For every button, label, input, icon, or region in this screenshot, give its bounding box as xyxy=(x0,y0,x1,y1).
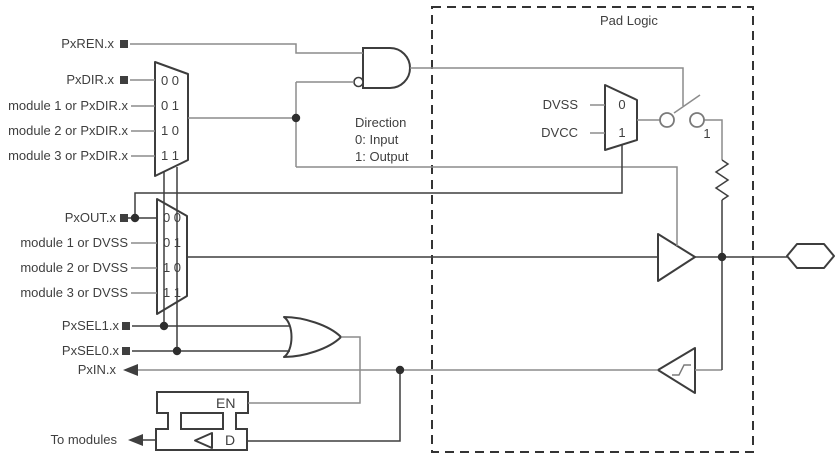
pull-mux-code-0: 0 xyxy=(618,97,626,112)
direction-mux-code-10: 1 0 xyxy=(160,123,180,138)
direction-note: Direction 0: Input 1: Output xyxy=(355,114,408,165)
label-module2-dvss: module 2 or DVSS xyxy=(20,260,128,275)
label-dvcc: DVCC xyxy=(541,125,578,140)
wires-dark xyxy=(128,145,787,442)
direction-mux-code-00: 0 0 xyxy=(160,73,180,88)
switch-contact-left xyxy=(659,112,675,128)
enable-latch-label: EN xyxy=(216,395,236,411)
or-gate xyxy=(283,316,342,358)
wire-pxren-to-and xyxy=(130,43,363,54)
pull-mux-shape xyxy=(604,84,638,151)
direction-note-input: 0: Input xyxy=(355,132,399,147)
pxdir-bit-marker xyxy=(120,76,128,84)
label-pxsel1: PxSEL1.x xyxy=(61,318,119,333)
schmitt-input-buffer xyxy=(657,347,696,394)
pxren-bit-marker xyxy=(120,40,128,48)
direction-note-title: Direction xyxy=(355,115,407,130)
output-mux-code-10: 1 0 xyxy=(162,260,182,275)
pxout-bit-marker xyxy=(120,214,128,222)
pad-logic-boundary xyxy=(431,6,754,453)
pxsel0-bit-marker xyxy=(122,347,130,355)
pad-terminal xyxy=(786,243,835,269)
wire-direction-to-output-buffer xyxy=(296,166,678,246)
direction-mux-code-11: 1 1 xyxy=(160,148,180,163)
label-module3-dvss: module 3 or DVSS xyxy=(20,285,128,300)
pxin-arrowhead xyxy=(123,364,138,376)
wire-pxout-to-pullmux-select xyxy=(134,145,623,218)
clock-edge-icon xyxy=(194,432,213,449)
junction-pxout xyxy=(130,213,140,223)
pull-resistor xyxy=(714,159,730,201)
latch-leg-mask-left xyxy=(169,410,180,432)
direction-note-output: 1: Output xyxy=(355,149,409,164)
latch-leg-mask-right xyxy=(224,410,235,432)
junction-dots xyxy=(130,113,727,375)
label-module3-pxdir: module 3 or PxDIR.x xyxy=(8,148,128,163)
and-gate xyxy=(362,47,411,89)
hysteresis-icon xyxy=(672,364,691,376)
wire-pxin-to-dlatch xyxy=(247,370,401,442)
direction-mux-code-01: 0 1 xyxy=(160,98,180,113)
junction-pxin xyxy=(395,365,405,375)
junction-pad xyxy=(717,252,727,262)
wires-gray xyxy=(130,43,723,404)
label-to-modules: To modules xyxy=(50,432,117,447)
label-module2-pxdir: module 2 or PxDIR.x xyxy=(8,123,128,138)
label-pxsel0: PxSEL0.x xyxy=(61,343,119,358)
junction-direction-tap xyxy=(291,113,301,123)
wire-switch-to-resistor xyxy=(704,119,723,160)
pad-logic-title: Pad Logic xyxy=(600,13,658,28)
label-pxdir: PxDIR.x xyxy=(66,72,114,87)
junction-pxsel0 xyxy=(172,346,182,356)
wire-and-out-to-switch xyxy=(410,67,684,106)
label-pxin: PxIN.x xyxy=(77,362,116,377)
label-module1-pxdir: module 1 or PxDIR.x xyxy=(8,98,128,113)
output-mux-code-00: 0 0 xyxy=(162,210,182,225)
junction-pxsel1 xyxy=(159,321,169,331)
and-gate-invert-bubble xyxy=(353,76,364,88)
pxsel1-bit-marker xyxy=(122,322,130,330)
label-pxren: PxREN.x xyxy=(61,36,114,51)
switch-label-1: 1 xyxy=(703,126,711,141)
wire-or-to-enable xyxy=(248,336,361,404)
switch-contact-right xyxy=(689,112,705,128)
to-modules-arrowhead xyxy=(128,434,143,446)
data-latch-label: D xyxy=(225,432,236,448)
label-dvss: DVSS xyxy=(542,97,578,112)
pull-mux-code-1: 1 xyxy=(618,125,626,140)
direction-mux-shape xyxy=(154,61,189,177)
latch-legs xyxy=(167,412,237,430)
label-module1-dvss: module 1 or DVSS xyxy=(20,235,128,250)
label-pxout: PxOUT.x xyxy=(64,210,116,225)
register-bit-markers xyxy=(120,40,130,355)
output-mux-code-01: 0 1 xyxy=(162,235,182,250)
output-mux-code-11: 1 1 xyxy=(162,285,182,300)
switch-lever xyxy=(673,94,701,114)
